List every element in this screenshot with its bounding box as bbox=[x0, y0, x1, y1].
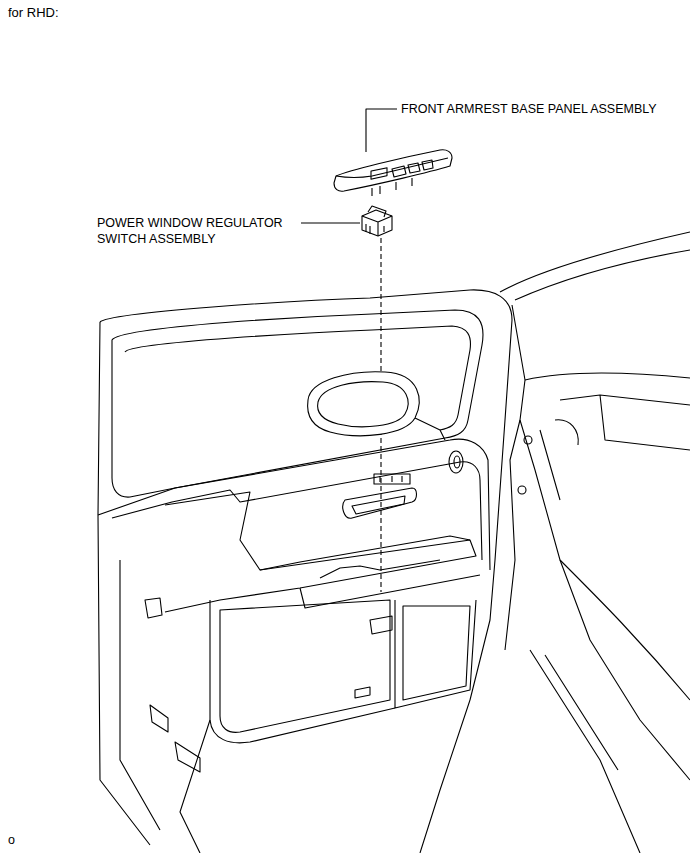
part-name: FRONT ARMREST BASE PANEL ASSEMBLY bbox=[401, 101, 657, 117]
part-name: POWER WINDOW REGULATOR SWITCH ASSEMBLY bbox=[97, 215, 297, 247]
armrest-base-panel bbox=[334, 150, 452, 196]
leader-line bbox=[366, 109, 397, 152]
figure-code: o bbox=[8, 832, 15, 848]
car-body bbox=[500, 232, 690, 853]
front-door bbox=[98, 290, 512, 853]
leader-line bbox=[301, 222, 360, 223]
window-switch bbox=[362, 206, 392, 236]
heading: for RHD: bbox=[8, 5, 59, 21]
